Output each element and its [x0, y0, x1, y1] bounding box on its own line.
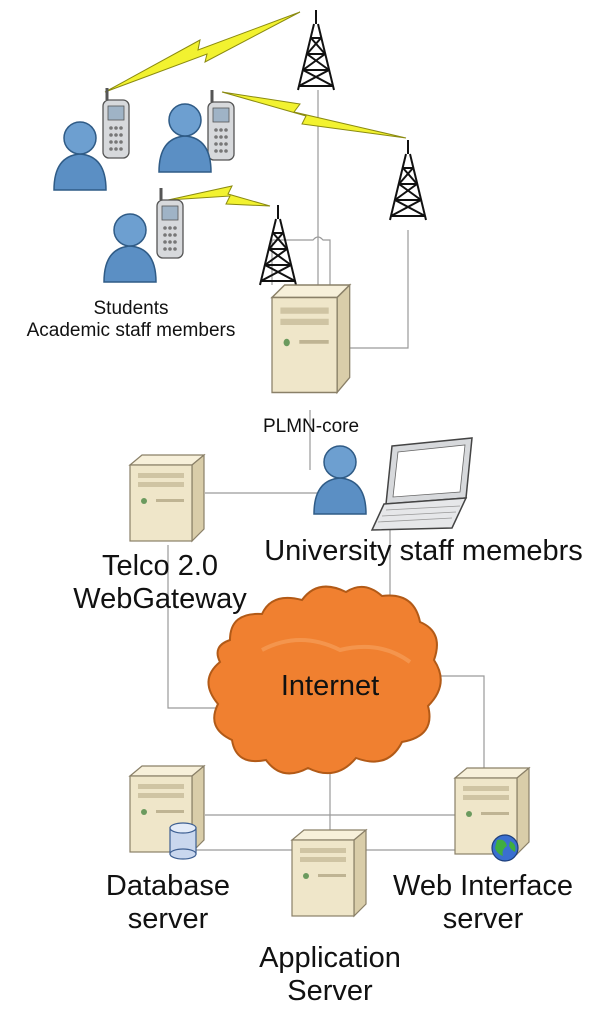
telco-gateway-label-line2: WebGateway — [73, 583, 247, 616]
person-icon — [313, 445, 367, 515]
application-server-label: Application Server — [230, 942, 430, 1009]
web-interface-server-label-line2: server — [442, 903, 524, 936]
cell-tower-icon — [297, 9, 335, 91]
application-server-icon — [291, 829, 367, 917]
wireless-link-lightning — [104, 11, 407, 207]
person-icon — [103, 213, 157, 283]
internet-label: Internet — [280, 670, 380, 702]
cell-tower-icon — [259, 204, 297, 286]
database-server-label-line1: Database — [105, 870, 231, 902]
person-icon — [158, 103, 212, 173]
internet-cloud-icon — [207, 585, 442, 775]
student-group — [53, 86, 236, 283]
globe-icon — [491, 834, 519, 862]
application-server-label-line1: Application — [259, 942, 401, 974]
plmn-core-server-icon — [271, 284, 351, 394]
web-interface-server-label: Web Interface server — [378, 870, 588, 937]
database-server-label-line2: server — [127, 903, 209, 936]
university-staff-label: University staff memebrs — [264, 535, 583, 567]
mobile-phone-icon — [101, 86, 131, 160]
database-server-label: Database server — [78, 870, 258, 937]
database-server-icon — [129, 765, 205, 860]
telco-gateway-server-icon — [129, 454, 205, 542]
users-label-line1: Students — [93, 298, 169, 319]
laptop-icon — [370, 437, 473, 531]
users-label-line2: Academic staff members — [26, 319, 236, 341]
person-icon — [53, 121, 107, 191]
users-label: Students Academic staff members — [0, 298, 262, 342]
telco-gateway-label-line1: Telco 2.0 — [101, 550, 219, 582]
application-server-label-line2: Server — [287, 975, 373, 1008]
web-interface-server-icon — [454, 767, 530, 862]
cell-tower-icon — [389, 139, 427, 221]
telco-gateway-label: Telco 2.0 WebGateway — [60, 550, 260, 617]
web-interface-server-label-line1: Web Interface — [392, 870, 573, 902]
mobile-phone-icon — [206, 88, 236, 162]
database-icon — [169, 822, 197, 860]
plmn-core-label: PLMN-core — [262, 416, 360, 437]
